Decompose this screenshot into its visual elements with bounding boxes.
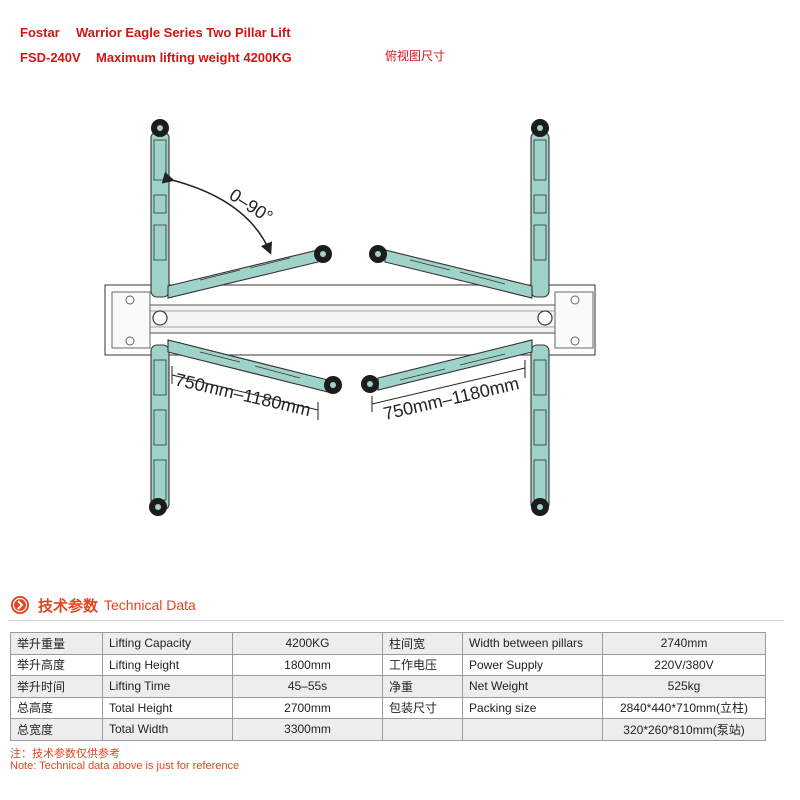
spec-value: 2740mm (602, 632, 766, 655)
section-title-cn: 技术参数 (38, 597, 99, 615)
spec-value: 45–55s (232, 675, 383, 698)
section-divider (8, 620, 784, 621)
table-row: 总宽度 Total Width 3300mm 320*260*810mm(泵站) (10, 718, 766, 741)
spec-label-cn: 总宽度 (10, 718, 103, 741)
series-title: Warrior Eagle Series Two Pillar Lift (76, 25, 291, 40)
spec-label-en: Net Weight (462, 675, 603, 698)
spec-label-cn: 举升高度 (10, 653, 103, 676)
right-swing-arm-lower (361, 339, 533, 393)
reference-note-cn: 注：技术参数仅供参考 (10, 748, 120, 760)
lift-top-view-drawing: 0–90° 750mm–1180mm 750mm–1180mm (104, 119, 596, 516)
spec-value: 4200KG (232, 632, 383, 655)
left-vertical-arm-upper (150, 119, 170, 298)
spec-label-cn (382, 718, 463, 741)
spec-label-cn: 总高度 (10, 696, 103, 719)
spec-value: 2700mm (232, 696, 383, 719)
spec-label-en: Lifting Height (102, 653, 233, 676)
spec-label-en: Packing size (462, 696, 603, 719)
spec-value: 220V/380V (602, 653, 766, 676)
spec-label-en (462, 718, 603, 741)
spec-value: 3300mm (232, 718, 383, 741)
spec-label-en: Power Supply (462, 653, 603, 676)
spec-label-cn: 包装尺寸 (382, 696, 463, 719)
swing-angle-arc (161, 171, 273, 255)
brand-name: Fostar (20, 25, 60, 40)
table-row: 举升重量 Lifting Capacity 4200KG 柱间宽 Width b… (10, 632, 766, 655)
spec-label-en: Total Height (102, 696, 233, 719)
spec-value: 1800mm (232, 653, 383, 676)
spec-label-en: Width between pillars (462, 632, 603, 655)
table-row: 举升时间 Lifting Time 45–55s 净重 Net Weight 5… (10, 675, 766, 698)
table-row: 总高度 Total Height 2700mm 包装尺寸 Packing siz… (10, 696, 766, 719)
technical-data-heading: 技术参数 Technical Data (10, 593, 196, 617)
model-number: FSD-240V (20, 50, 81, 65)
right-vertical-arm-upper (530, 119, 550, 298)
spec-value: 2840*440*710mm(立柱) (602, 696, 766, 719)
lift-base-frame (104, 284, 596, 356)
left-swing-arm-lower (167, 339, 342, 394)
spec-label-cn: 净重 (382, 675, 463, 698)
right-vertical-arm-lower (530, 344, 550, 516)
spec-value: 525kg (602, 675, 766, 698)
right-arm-dimension-line (371, 360, 526, 412)
swing-angle-label: 0–90° (226, 185, 277, 228)
top-view-label: 俯视图尺寸 (385, 49, 446, 63)
chevron-circle-icon (11, 596, 29, 614)
spec-label-cn: 举升重量 (10, 632, 103, 655)
spec-label-cn: 柱间宽 (382, 632, 463, 655)
left-vertical-arm-lower (149, 344, 170, 516)
section-title-en: Technical Data (104, 597, 196, 613)
left-arm-dimension-line (171, 366, 319, 420)
right-swing-arm-upper (369, 245, 533, 299)
spec-value: 320*260*810mm(泵站) (602, 718, 766, 741)
technical-data-table: 举升重量 Lifting Capacity 4200KG 柱间宽 Width b… (10, 632, 766, 741)
spec-label-en: Lifting Capacity (102, 632, 233, 655)
spec-label-en: Lifting Time (102, 675, 233, 698)
spec-label-cn: 举升时间 (10, 675, 103, 698)
table-row: 举升高度 Lifting Height 1800mm 工作电压 Power Su… (10, 653, 766, 676)
spec-label-en: Total Width (102, 718, 233, 741)
left-swing-arm-upper (167, 245, 332, 299)
reference-note-en: Note: Technical data above is just for r… (10, 760, 240, 772)
max-weight: Maximum lifting weight 4200KG (96, 50, 292, 65)
spec-label-cn: 工作电压 (382, 653, 463, 676)
